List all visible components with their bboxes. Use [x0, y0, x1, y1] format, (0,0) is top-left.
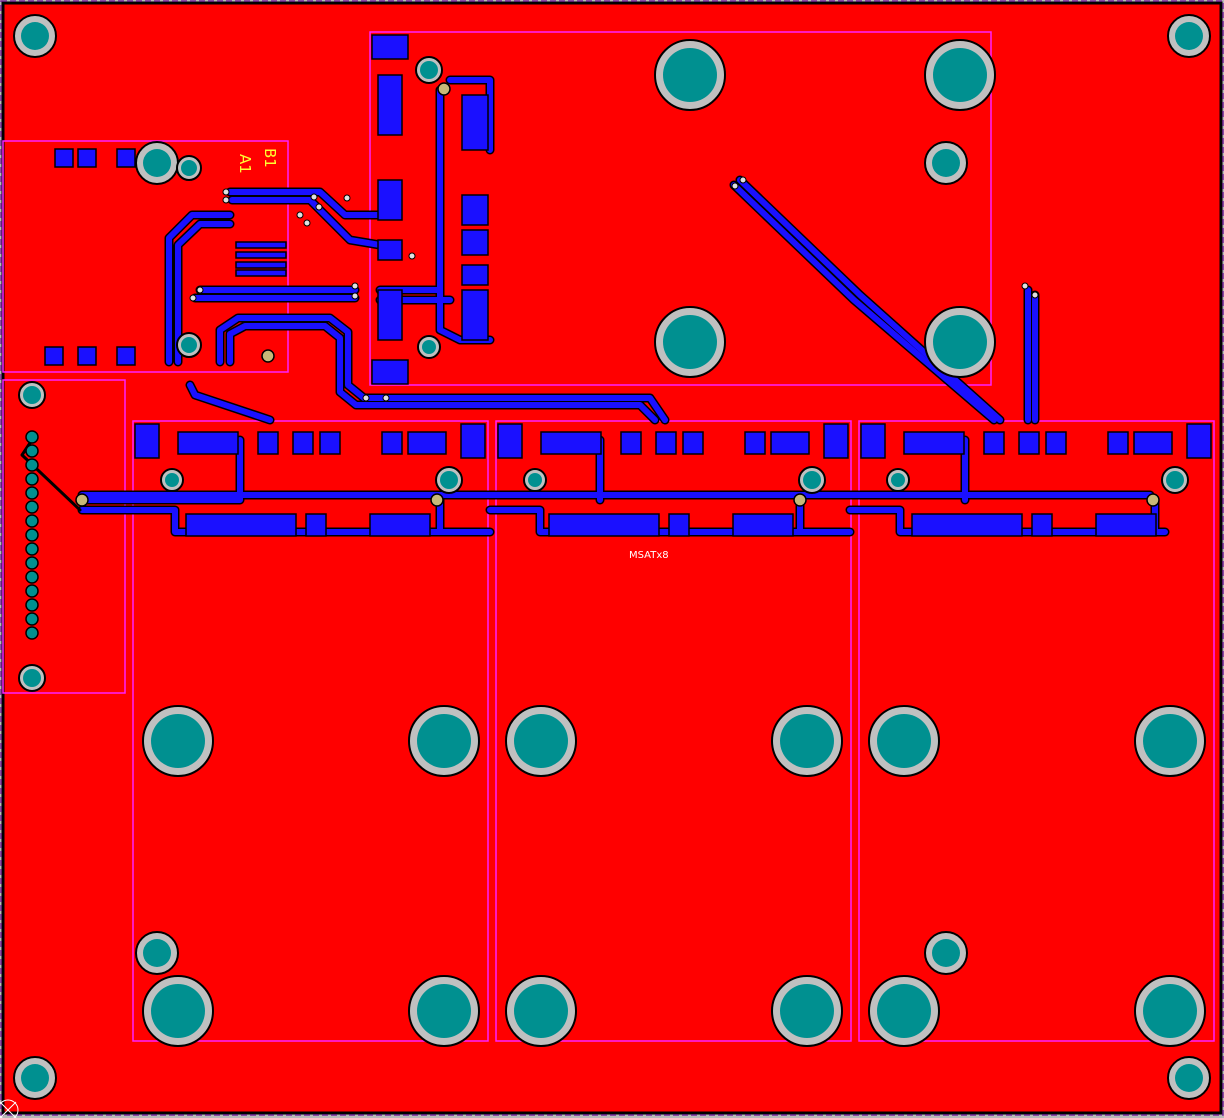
usb-connector-outline	[2, 140, 289, 373]
origin-marker	[0, 1099, 19, 1118]
silk-label-b1: B1	[261, 148, 279, 168]
mounting-holes	[13, 14, 1211, 1100]
msat-card-2-outline	[495, 420, 852, 1042]
corner-mount-hole	[13, 14, 57, 58]
corner-mount-hole	[1167, 1056, 1211, 1100]
component-outlines	[2, 31, 1215, 1042]
header-diagonal-trace	[20, 438, 82, 512]
corner-mount-hole	[13, 1056, 57, 1100]
traces	[20, 75, 1170, 537]
header-pin-row	[25, 430, 39, 640]
header-connector-outline	[2, 379, 126, 694]
vias	[75, 82, 1160, 507]
micro-vias	[189, 176, 1039, 402]
smd-pads	[44, 34, 489, 385]
silk-label-a1: A1	[236, 154, 254, 174]
top-card-outline	[369, 31, 992, 386]
corner-mount-hole	[1167, 14, 1211, 58]
msat-card-1-outline	[132, 420, 489, 1042]
msat-card-pads	[134, 423, 1212, 537]
board-reference-label: MSATx8	[629, 550, 669, 561]
